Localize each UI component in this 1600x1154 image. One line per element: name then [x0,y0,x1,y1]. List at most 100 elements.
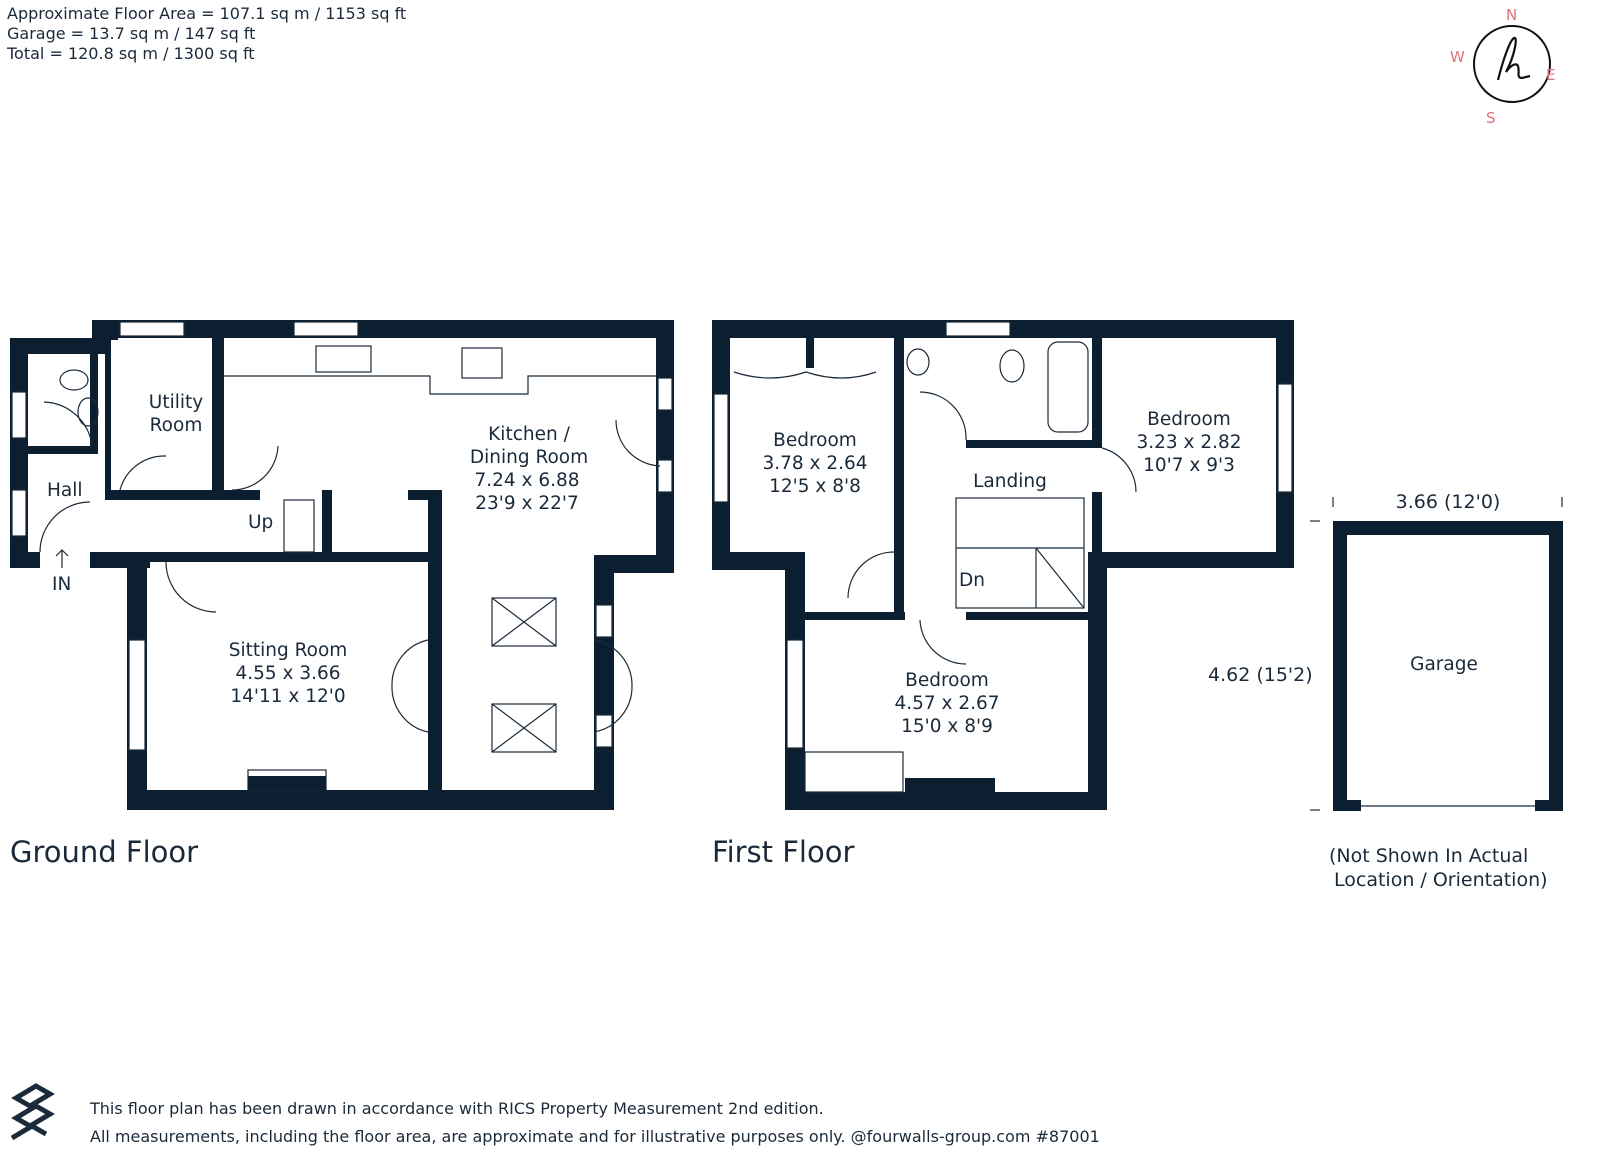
window [119,321,185,337]
wall [10,338,110,354]
footer: This floor plan has been drawn in accord… [10,1083,1100,1146]
basin-icon [77,397,99,427]
basin-icon [906,348,930,376]
fourwalls-logo-icon [10,1083,55,1141]
window [1277,383,1293,493]
door-swing [1101,447,1137,493]
wardrobe-icon [804,751,904,793]
compass-ring [1473,25,1551,103]
wall [805,612,905,620]
kitchen-label-1: Kitchen / [488,424,570,445]
sitting-room-label: Sitting Room [229,640,348,661]
wall-left [1333,521,1347,811]
wall-top [92,320,674,338]
wall [894,338,904,616]
wall-right-upper [656,320,674,573]
stairs-icon [955,497,1085,609]
floor-area-text: Approximate Floor Area = 107.1 sq m / 11… [7,4,406,23]
bedroom-bottom-imperial: 15'0 x 8'9 [901,716,993,737]
fireplace-hearth [248,776,326,790]
wall [1092,492,1102,568]
wall [905,778,995,794]
window [293,321,359,337]
wall-bottom [785,792,1107,810]
wall [105,490,260,500]
wall [90,340,98,450]
window [945,321,1011,337]
compass-n: N [1506,6,1517,24]
garage-plan: 3.66 (12'0) 4.62 (15'2) Garage (Not Show… [1208,491,1563,891]
bedroom-left-imperial: 12'5 x 8'8 [769,476,861,497]
garage-area-text: Garage = 13.7 sq m / 147 sq ft [7,24,255,43]
kitchen-metric: 7.24 x 6.88 [474,470,579,491]
stairs-icon [283,499,315,553]
window [786,639,804,749]
sitting-room-imperial: 14'11 x 12'0 [230,686,345,707]
wall [428,490,442,810]
door-swing [43,401,93,447]
double-door-swing [593,639,633,733]
signature-mark-icon [1496,36,1531,81]
skylight-icon [491,597,557,647]
ground-floor-plan: Hall IN Up Utility Room Kitchen / Dining… [10,320,674,869]
wall [1333,800,1361,811]
toilet-icon [999,349,1025,383]
door-swing [847,551,895,599]
entry-arrow-head-icon [55,549,69,557]
bedroom-bottom-label: Bedroom [905,670,989,691]
area-summary: Approximate Floor Area = 107.1 sq m / 11… [6,4,406,63]
wall [1535,800,1563,811]
bedroom-left-label: Bedroom [773,430,857,451]
compass-logo: N E S W [1450,6,1555,127]
wall [712,552,802,570]
garage-depth-dimension: 4.62 (15'2) [1208,664,1313,686]
bedroom-right-imperial: 10'7 x 9'3 [1143,455,1235,476]
first-floor-plan: Bedroom 3.78 x 2.64 12'5 x 8'8 Bedroom 3… [712,320,1294,869]
wall [966,612,1096,620]
door-swing [165,561,217,613]
wall [28,446,98,454]
wall-right-lower [594,555,614,810]
wall [212,338,224,498]
wall-right [1549,521,1563,811]
door-swing [119,455,167,491]
wall [408,490,442,500]
wall [1088,552,1294,568]
footer-line-1: This floor plan has been drawn in accord… [89,1099,824,1118]
utility-label-2: Room [150,415,203,436]
garage-label: Garage [1410,654,1478,675]
garage-note-line2: Location / Orientation) [1334,869,1548,891]
window [713,393,729,503]
wall-top [1333,521,1563,535]
window [11,489,27,537]
wall [966,440,1102,448]
door-swing [919,619,967,665]
door-swing [615,419,661,467]
window [128,639,146,751]
wall [1092,338,1102,448]
total-area-text: Total = 120.8 sq m / 1300 sq ft [6,44,255,63]
hob-icon [461,347,503,379]
sitting-room-metric: 4.55 x 3.66 [235,663,340,684]
compass-w: W [1450,48,1465,66]
bedroom-left-metric: 3.78 x 2.64 [762,453,867,474]
ground-floor-title: Ground Floor [10,835,198,869]
skylight-cross [491,597,557,647]
window [657,377,673,411]
bedroom-bottom-metric: 4.57 x 2.67 [894,693,999,714]
wardrobe-doors [733,371,877,379]
window [657,459,673,493]
compass-e: E [1546,66,1555,84]
landing-label: Landing [973,471,1047,492]
wall [806,338,814,368]
wall [150,552,440,562]
hall-label: Hall [47,480,83,501]
skylight-icon [491,703,557,753]
window [595,604,613,638]
kitchen-imperial: 23'9 x 22'7 [475,493,579,514]
wall-bottom [127,790,611,810]
kitchen-label-2: Dining Room [470,447,588,468]
bedroom-right-metric: 3.23 x 2.82 [1136,432,1241,453]
window [11,391,27,439]
